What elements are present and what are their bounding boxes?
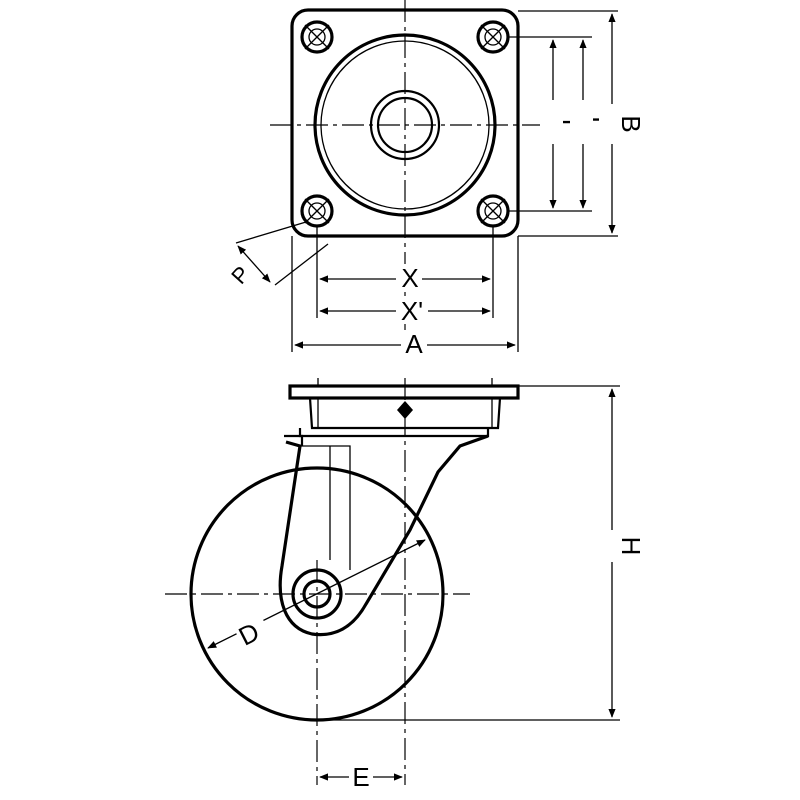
label-x: X bbox=[401, 263, 418, 293]
bolt-hole-bottom-right bbox=[476, 194, 510, 228]
dimension-h: H bbox=[599, 388, 646, 718]
side-top-plate bbox=[288, 384, 520, 400]
label-h: H bbox=[616, 537, 646, 556]
label-a: A bbox=[405, 329, 423, 359]
dimension-p: P bbox=[226, 221, 329, 289]
kingpin-inner bbox=[376, 96, 434, 154]
bolt-hole-bottom-left bbox=[300, 194, 334, 228]
swivel-race-outer bbox=[313, 33, 497, 217]
kingpin-nut bbox=[397, 401, 413, 419]
side-view: D H E bbox=[165, 378, 646, 792]
label-b: B bbox=[616, 115, 646, 132]
bolt-hole-top-left bbox=[300, 20, 334, 54]
label-p: P bbox=[226, 261, 254, 289]
dimension-b: B bbox=[599, 13, 646, 234]
bolt-hole-top-right bbox=[476, 20, 510, 54]
dimension-x: X bbox=[319, 263, 491, 293]
dimension-a: A bbox=[294, 329, 516, 359]
mounting-plate bbox=[290, 8, 520, 238]
swivel-race-inner bbox=[320, 40, 490, 210]
kingpin-outer bbox=[369, 89, 441, 161]
dimension-e: E bbox=[319, 762, 403, 792]
swivel-body bbox=[308, 397, 502, 430]
top-view: Y Y' B X X' bbox=[226, 0, 646, 359]
label-e: E bbox=[352, 762, 369, 792]
label-x-prime: X' bbox=[401, 296, 423, 326]
dimension-x-prime: X' bbox=[319, 296, 491, 326]
